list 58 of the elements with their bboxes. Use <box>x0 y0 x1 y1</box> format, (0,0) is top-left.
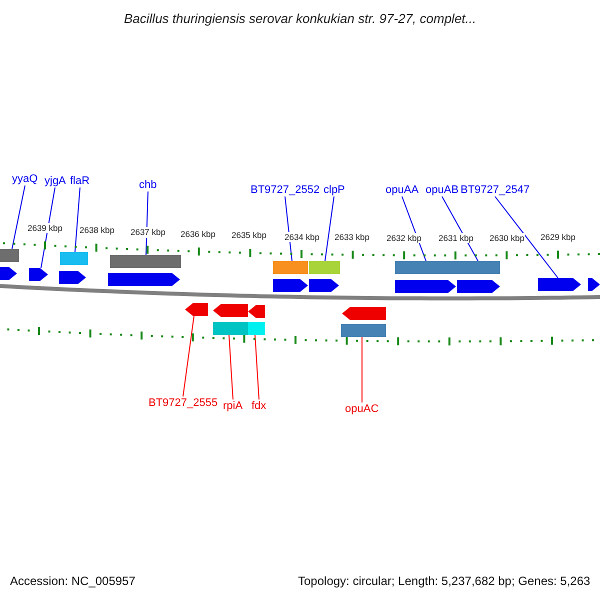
gene-label: clpP <box>324 184 345 196</box>
gene-bar <box>60 252 88 265</box>
gene-label: opuAB <box>426 184 459 196</box>
gene-label: opuAC <box>345 404 379 414</box>
scale-label: 2631 kbp <box>438 232 474 244</box>
gene-bar <box>309 261 340 274</box>
scale-label: 2638 kbp <box>78 225 116 236</box>
gene-label: yyaQ <box>12 174 38 184</box>
gene-feature <box>309 279 339 292</box>
leader-line <box>324 196 334 262</box>
accession-text: Accession: NC_005957 <box>10 575 136 587</box>
gene-feature <box>108 273 180 286</box>
gene-feature <box>342 307 386 320</box>
gene-feature <box>457 280 500 293</box>
gene-feature <box>588 278 600 291</box>
gene-label: fdx <box>252 400 266 412</box>
gene-feature <box>29 268 48 281</box>
gene-bar <box>110 255 181 268</box>
gene-bar <box>0 249 19 262</box>
leader-line <box>442 196 478 262</box>
gene-bar <box>248 322 265 335</box>
gene-bar <box>341 324 386 337</box>
leader-line <box>494 196 558 278</box>
gene-feature <box>248 305 265 318</box>
gene-label: BT9727_2555 <box>148 398 218 408</box>
gene-label: rpiA <box>223 400 243 412</box>
leader-line <box>12 185 26 250</box>
leader-line <box>40 187 56 268</box>
scale-label: 2635 kbp <box>230 230 268 241</box>
gene-feature <box>273 279 308 292</box>
scale-label: 2630 kbp <box>488 232 526 244</box>
gene-feature <box>185 303 208 316</box>
gene-feature <box>395 280 456 293</box>
leader-line <box>254 334 260 400</box>
scale-label: 2637 kbp <box>130 227 166 238</box>
gene-label: opuAA <box>386 184 419 196</box>
scale-label: 2632 kbp <box>386 232 422 244</box>
gene-feature <box>59 271 86 284</box>
scale-label: 2633 kbp <box>334 232 370 243</box>
scale-label: 2636 kbp <box>180 228 216 240</box>
gene-label: yjgA <box>44 176 66 186</box>
gene-label: chb <box>139 180 157 190</box>
scale-label: 2629 kbp <box>540 232 576 243</box>
gene-label: BT9727_2547 <box>460 184 530 196</box>
gene-bar <box>213 322 248 335</box>
leader-line <box>74 187 80 252</box>
genome-summary-text: Topology: circular; Length: 5,237,682 bp; Genes: 5,263 <box>298 575 590 587</box>
gene-bar <box>273 261 308 274</box>
leader-line <box>228 334 234 400</box>
scale-label: 2639 kbp <box>26 222 64 234</box>
diagram-title: Bacillus thuringiensis serovar konkukian str. 97-27, complet... <box>124 12 476 24</box>
gene-label: flaR <box>70 176 90 186</box>
leader-line <box>182 316 194 397</box>
gene-feature <box>538 278 581 291</box>
scale-label: 2634 kbp <box>284 232 320 242</box>
gene-bar <box>395 261 500 274</box>
gene-label: BT9727_2552 <box>250 184 320 196</box>
gene-feature <box>0 267 17 280</box>
